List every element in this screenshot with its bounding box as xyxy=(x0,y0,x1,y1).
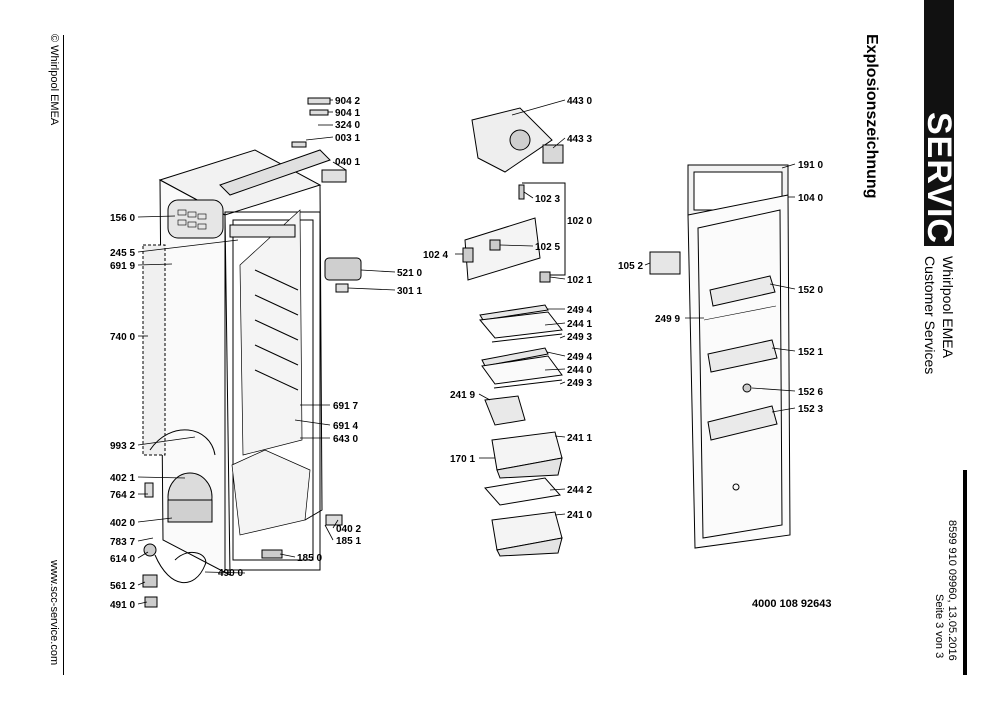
part-label: 156 0 xyxy=(110,213,135,224)
part-label: 249 4 xyxy=(567,305,592,316)
part-label: 490 0 xyxy=(218,568,243,579)
part-label: 764 2 xyxy=(110,490,135,501)
part-label: 904 1 xyxy=(335,108,360,119)
part-label: 244 0 xyxy=(567,365,592,376)
part-label: 152 1 xyxy=(798,347,823,358)
part-label: 244 1 xyxy=(567,319,592,330)
part-label: 170 1 xyxy=(450,454,475,465)
part-label: 249 4 xyxy=(567,352,592,363)
part-label: 152 0 xyxy=(798,285,823,296)
part-label: 249 3 xyxy=(567,378,592,389)
part-label: 691 7 xyxy=(333,401,358,412)
part-labels: 904 2 904 1 324 0 003 1 040 1 156 0 245 … xyxy=(110,96,823,611)
part-label: 102 0 xyxy=(567,216,592,227)
leader-lines xyxy=(137,99,796,605)
part-label: 102 3 xyxy=(535,194,560,205)
part-label: 614 0 xyxy=(110,554,135,565)
part-label: 491 0 xyxy=(110,600,135,611)
part-label: 245 5 xyxy=(110,248,135,259)
part-label: 185 0 xyxy=(297,553,322,564)
part-label: 185 1 xyxy=(336,536,361,547)
part-label: 249 9 xyxy=(655,314,680,325)
part-label: 191 0 xyxy=(798,160,823,171)
part-label: 102 4 xyxy=(423,250,448,261)
service-banner xyxy=(924,0,954,246)
part-label: 402 1 xyxy=(110,473,135,484)
part-label: 102 5 xyxy=(535,242,560,253)
part-label: 691 9 xyxy=(110,261,135,272)
part-label: 241 1 xyxy=(567,433,592,444)
part-label: 783 7 xyxy=(110,537,135,548)
part-label: 402 0 xyxy=(110,518,135,529)
part-label: 040 2 xyxy=(336,524,361,535)
part-label: 561 2 xyxy=(110,581,135,592)
part-label: 104 0 xyxy=(798,193,823,204)
part-label: 102 1 xyxy=(567,275,592,286)
part-label: 152 3 xyxy=(798,404,823,415)
reference-number: 4000 108 92643 xyxy=(752,598,832,610)
part-label: 244 2 xyxy=(567,485,592,496)
part-label: 740 0 xyxy=(110,332,135,343)
part-label: 691 4 xyxy=(333,421,358,432)
part-label: 643 0 xyxy=(333,434,358,445)
part-label: 003 1 xyxy=(335,133,360,144)
cabinet-drawing xyxy=(142,97,362,608)
part-label: 249 3 xyxy=(567,332,592,343)
part-label: 040 1 xyxy=(335,157,360,168)
part-label: 904 2 xyxy=(335,96,360,107)
part-label: 993 2 xyxy=(110,441,135,452)
middle-parts-drawing xyxy=(462,107,681,557)
right-rule xyxy=(963,470,967,675)
part-label: 241 9 xyxy=(450,390,475,401)
part-label: 443 0 xyxy=(567,96,592,107)
door-drawing xyxy=(687,164,791,549)
part-label: 521 0 xyxy=(397,268,422,279)
part-label: 152 6 xyxy=(798,387,823,398)
part-label: 105 2 xyxy=(618,261,643,272)
part-label: 324 0 xyxy=(335,120,360,131)
part-label: 241 0 xyxy=(567,510,592,521)
part-label: 443 3 xyxy=(567,134,592,145)
left-rule xyxy=(63,35,64,675)
part-label: 301 1 xyxy=(397,286,422,297)
